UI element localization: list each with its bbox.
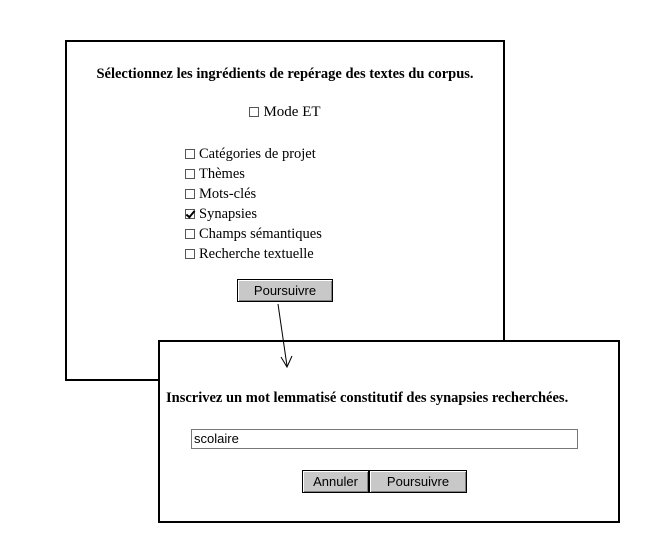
option-label: Catégories de projet: [199, 146, 316, 162]
option-text-search[interactable]: Recherche textuelle: [185, 244, 322, 264]
ingredient-selection-panel: Sélectionnez les ingrédients de repérage…: [65, 40, 505, 381]
option-semantic-fields[interactable]: Champs sémantiques: [185, 224, 322, 244]
checkbox[interactable]: [185, 189, 195, 199]
option-themes[interactable]: Thèmes: [185, 164, 322, 184]
mode-et-row[interactable]: Mode ET: [67, 104, 503, 121]
ingredient-options: Catégories de projet Thèmes Mots-clés Sy…: [185, 144, 322, 264]
option-label: Thèmes: [199, 166, 245, 182]
checkbox[interactable]: [185, 229, 195, 239]
continue-button[interactable]: Poursuivre: [369, 470, 467, 493]
mode-et-checkbox[interactable]: [249, 107, 260, 117]
continue-button[interactable]: Poursuivre: [237, 279, 333, 302]
lemma-input-panel: Inscrivez un mot lemmatisé constitutif d…: [158, 340, 620, 523]
checkbox[interactable]: [185, 169, 195, 179]
option-keywords[interactable]: Mots-clés: [185, 184, 322, 204]
checkbox[interactable]: [185, 249, 195, 259]
panel-title: Inscrivez un mot lemmatisé constitutif d…: [166, 390, 569, 406]
cancel-button[interactable]: Annuler: [302, 470, 369, 493]
option-synapsies[interactable]: Synapsies: [185, 204, 322, 224]
option-categories[interactable]: Catégories de projet: [185, 144, 322, 164]
option-label: Champs sémantiques: [199, 226, 322, 242]
mode-et-label: Mode ET: [263, 104, 321, 120]
panel-title: Sélectionnez les ingrédients de repérage…: [96, 66, 474, 82]
option-label: Synapsies: [199, 206, 257, 222]
option-label: Mots-clés: [199, 186, 257, 202]
option-label: Recherche textuelle: [199, 246, 314, 262]
checkbox-checked[interactable]: [185, 209, 195, 219]
lemma-input[interactable]: scolaire: [191, 429, 578, 449]
checkbox[interactable]: [185, 149, 195, 159]
